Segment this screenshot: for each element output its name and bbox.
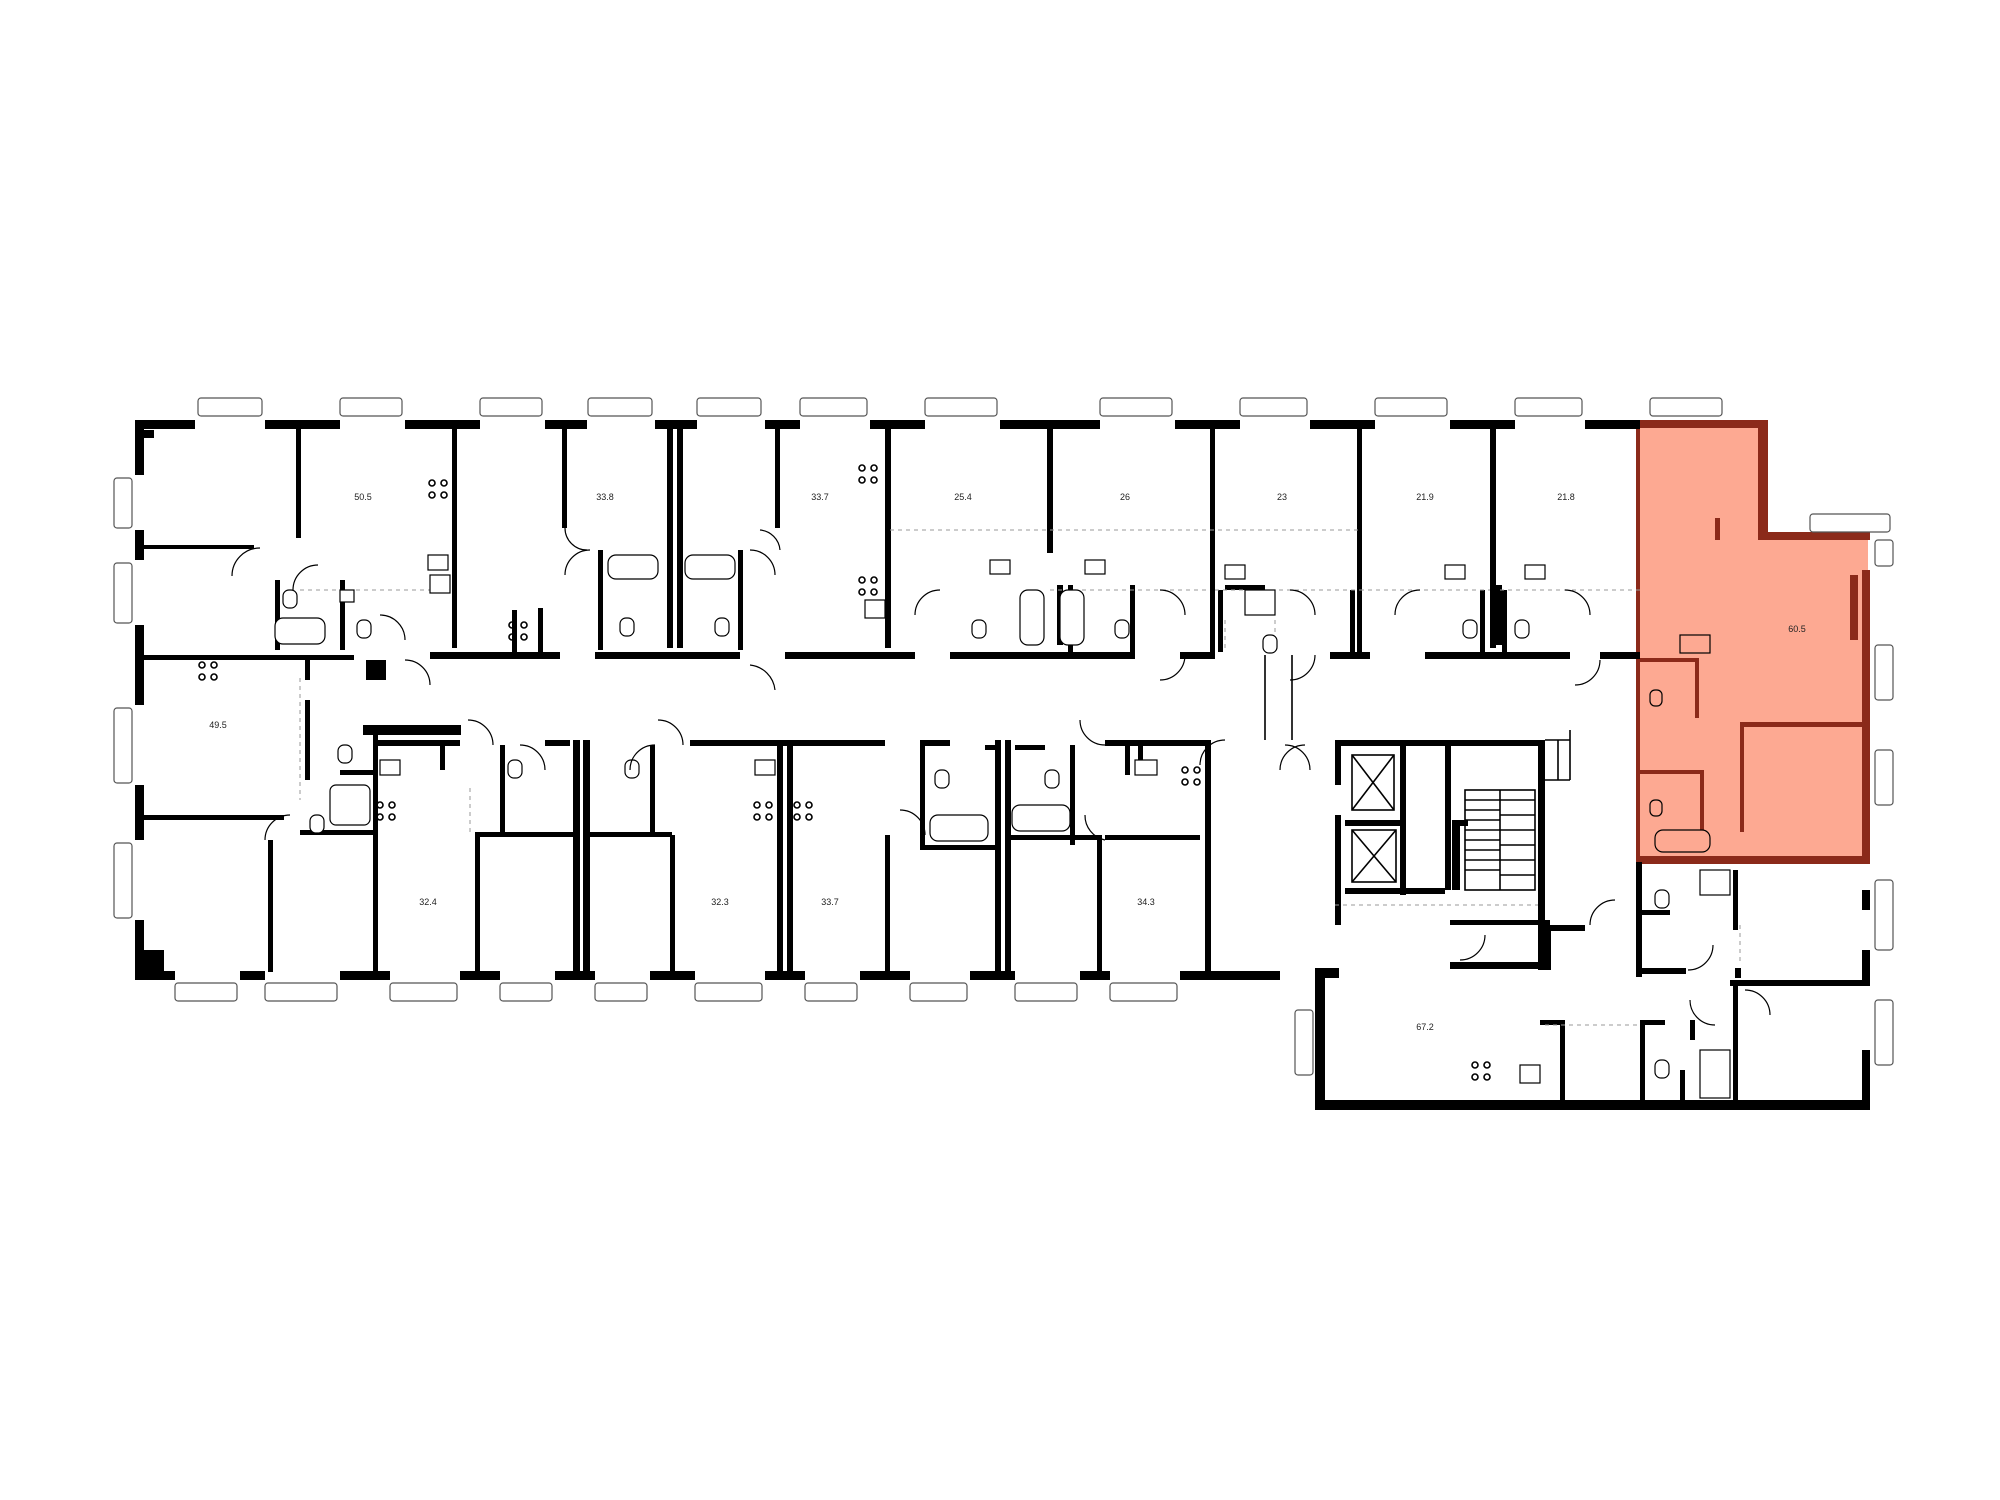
area-label: 50.5	[354, 492, 372, 502]
area-label: 32.4	[419, 897, 437, 907]
toilet-icon	[1514, 619, 1530, 639]
sink-icon	[1224, 564, 1246, 580]
bathtub-icon	[1011, 804, 1071, 832]
area-label: 23	[1277, 492, 1287, 502]
toilet-icon	[356, 619, 372, 639]
area-label: 49.5	[209, 720, 227, 730]
sink-icon	[1699, 1049, 1731, 1099]
toilet-icon	[1044, 769, 1060, 789]
toilet-icon	[1462, 619, 1478, 639]
bathtub-icon	[1059, 589, 1085, 646]
toilet-icon	[507, 759, 523, 779]
area-label: 67.2	[1416, 1022, 1434, 1032]
area-label: 33.7	[821, 897, 839, 907]
bathtub-icon	[607, 554, 659, 580]
sink-icon	[864, 599, 886, 619]
sink-icon	[1519, 1064, 1541, 1084]
sink-icon	[1699, 869, 1731, 896]
bathtub-icon	[1019, 589, 1045, 646]
toilet-icon	[1654, 1059, 1670, 1079]
area-label: 60.5	[1788, 624, 1806, 634]
toilet-icon	[1114, 619, 1130, 639]
toilet-icon	[337, 744, 353, 764]
bathtub-icon	[684, 554, 736, 580]
outer-walls	[135, 420, 1870, 1110]
area-label: 32.3	[711, 897, 729, 907]
sink-icon	[429, 574, 451, 594]
sink-icon	[339, 589, 355, 603]
toilet-icon	[624, 759, 640, 779]
sink-icon	[754, 759, 776, 776]
bathtub-icon	[329, 784, 371, 826]
sink-icon	[1524, 564, 1546, 580]
area-label: 34.3	[1137, 897, 1155, 907]
sink-icon	[1244, 589, 1276, 616]
bathtub-icon	[929, 814, 989, 842]
window-icon	[113, 397, 1894, 1076]
toilet-icon	[1262, 634, 1278, 654]
stove-icon	[198, 464, 1491, 1081]
toilet-icon	[714, 617, 730, 637]
toilet-icon	[1654, 889, 1670, 909]
toilet-icon	[619, 617, 635, 637]
area-label: 21.9	[1416, 492, 1434, 502]
area-label: 25.4	[954, 492, 972, 502]
toilet-icon	[282, 589, 298, 609]
area-label: 21.8	[1557, 492, 1575, 502]
stairs-icon	[1464, 789, 1536, 891]
highlighted-apartment[interactable]: 60.5	[1636, 420, 1870, 864]
door-swing-icon	[231, 527, 1771, 1026]
bathroom-fixtures	[274, 554, 1731, 1099]
toilet-icon	[971, 619, 987, 639]
area-label: 33.7	[811, 492, 829, 502]
sink-icon	[1444, 564, 1466, 580]
elevator-icon	[1351, 754, 1397, 883]
sink-icon	[1084, 559, 1106, 575]
toilet-icon	[934, 769, 950, 789]
sink-icon	[1134, 759, 1158, 776]
sink-icon	[989, 559, 1011, 575]
toilet-icon	[309, 814, 325, 834]
bathtub-icon	[274, 617, 326, 645]
interior-walls	[144, 428, 1870, 1105]
area-label: 26	[1120, 492, 1130, 502]
area-label: 33.8	[596, 492, 614, 502]
sink-icon	[427, 554, 449, 571]
sink-icon	[379, 759, 401, 776]
area-labels: 50.5 33.8 33.7 25.4 26 23 21.9 21.8 49.5…	[209, 492, 1575, 1032]
